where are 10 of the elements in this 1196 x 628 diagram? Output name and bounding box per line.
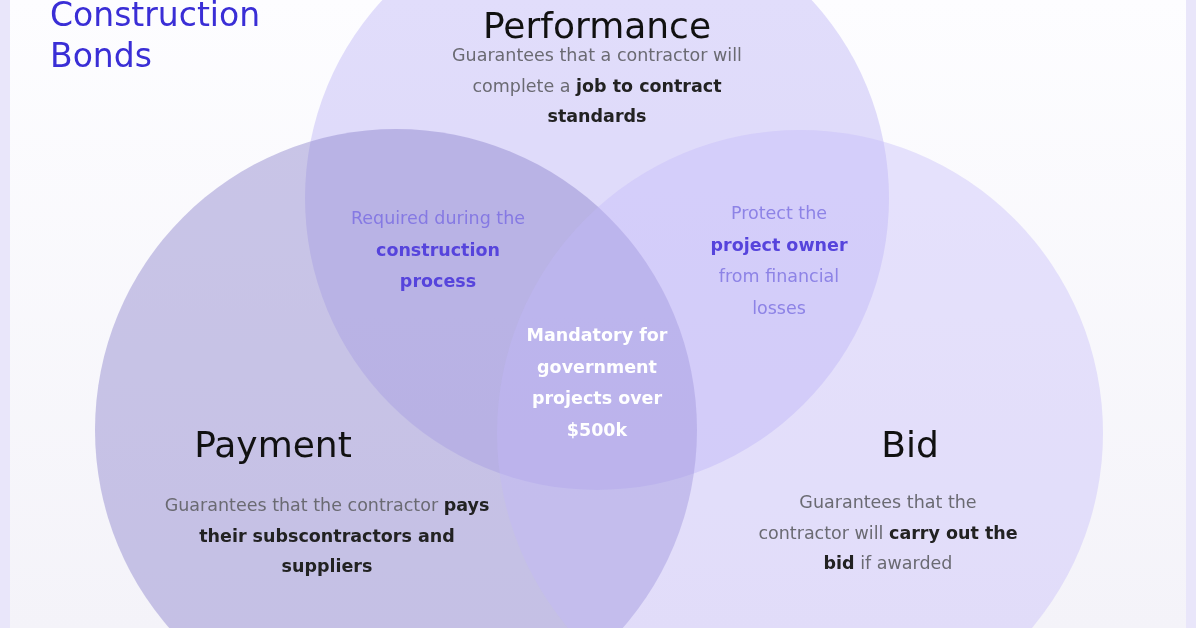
overlap-label: Mandatory for government projects over $500k <box>525 324 669 442</box>
circle-description: Guarantees that the contractor pays their subscontractors and suppliers <box>163 494 491 579</box>
circle-heading: Performance <box>482 6 712 46</box>
circle-description: Guarantees that the contractor will carry out the bid if awarded <box>758 491 1018 576</box>
overlap-label: Required during the construction process <box>349 207 527 293</box>
circle-heading: Payment <box>194 425 352 465</box>
overlap-label: Protect the project owner from financial losses <box>709 202 849 320</box>
circle-heading: Bid <box>881 425 939 465</box>
diagram-title: Construction Bonds <box>50 0 262 77</box>
circle-description: Guarantees that a contractor will complete a job to contract standards <box>451 44 743 129</box>
